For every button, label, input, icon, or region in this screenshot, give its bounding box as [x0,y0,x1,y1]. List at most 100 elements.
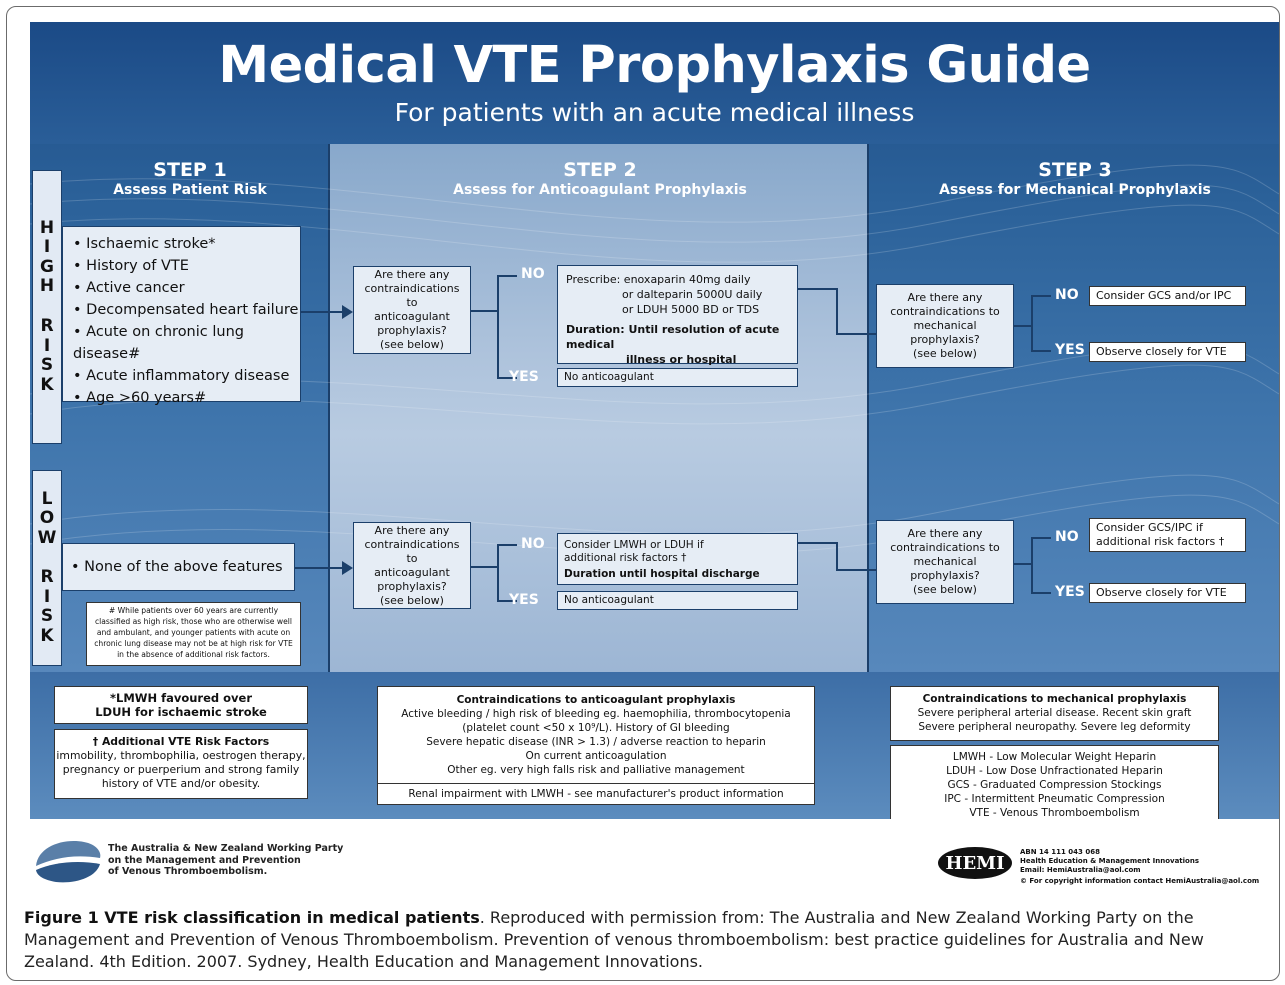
step-description: Assess for Mechanical Prophylaxis [939,181,1211,198]
flow-line [798,542,838,544]
step-number: STEP 2 [563,159,637,181]
hemi-info: ABN 14 111 043 068 Health Education & Ma… [1020,848,1260,885]
no-anticoagulant-box: No anticoagulant [557,591,798,610]
consider-lmwh-box: Consider LMWH or LDUH if additional risk… [557,533,798,585]
anticoag-question-high: Are there any contraindications to antic… [353,266,471,354]
criterion: Active cancer [73,277,300,299]
high-risk-tab: H I G H R I S K [32,170,62,444]
branch-line [1031,295,1033,351]
step-number: STEP 3 [1038,159,1112,181]
flow-arrow [301,311,346,313]
arrowhead-icon [342,561,353,575]
step1-header: STEP 1 Assess Patient Risk [70,159,310,198]
branch-line [471,310,498,312]
yes-label: YES [1055,584,1085,600]
renal-note: Renal impairment with LMWH - see manufac… [378,783,814,801]
step-description: Assess Patient Risk [113,181,267,198]
tab-letter: S [40,606,54,627]
poster-subtitle: For patients with an acute medical illne… [394,98,915,127]
step2-header: STEP 2 Assess for Anticoagulant Prophyla… [390,159,810,198]
criterion: • None of the above features [71,559,283,575]
tab-letter: S [40,355,54,376]
working-party-logo-icon [36,841,101,883]
no-label: NO [1055,529,1079,545]
tab-letter: W [37,527,57,548]
step-description: Assess for Anticoagulant Prophylaxis [453,181,747,198]
column-divider [867,144,869,672]
yes-label: YES [509,369,539,385]
tab-letter: L [41,488,53,509]
branch-line [1031,592,1051,594]
anticoag-contraindications-box: Contraindications to anticoagulant proph… [377,686,815,805]
caption-title: Figure 1 VTE risk classification in medi… [24,908,480,927]
prescribe-box: Prescribe: enoxaparin 40mg daily or dalt… [557,265,798,381]
tab-letter: I [43,237,51,258]
age-note: # While patients over 60 years are curre… [86,602,301,666]
no-label: NO [1055,287,1079,303]
branch-line [497,275,517,277]
high-risk-criteria: Ischaemic stroke* History of VTE Active … [62,226,301,406]
low-risk-criteria: • None of the above features [62,543,295,591]
criterion: Age >60 years# [73,387,300,409]
yes-label: YES [1055,342,1085,358]
step-number: STEP 1 [153,159,227,181]
mech-question-high: Are there any contraindications to mecha… [876,284,1014,368]
criterion: Acute on chronic lung disease# [73,321,300,365]
tab-letter: R [40,567,54,588]
mech-contraindications-box: Contraindications to mechanical prophyla… [890,686,1219,741]
branch-line [497,544,517,546]
anticoag-question-low: Are there any contraindications to antic… [353,522,471,609]
lmwh-note-box: *LMWH favoured over LDUH for ischaemic s… [54,686,308,724]
tab-letter: K [40,625,54,646]
branch-line [497,600,517,602]
no-label: NO [521,266,545,282]
tab-letter: G [40,256,54,277]
tab-letter: H [39,276,55,297]
risk-factors-box: † Additional VTE Risk Factors immobility… [54,729,308,799]
tab-letter: R [40,316,54,336]
flow-line [836,569,876,571]
tab-letter: H [39,217,55,238]
branch-line [1031,295,1051,297]
working-party-text: The Australia & New Zealand Working Part… [108,843,344,877]
tab-letter: I [43,335,51,356]
tab-letter: O [39,508,55,529]
abbreviations-box: LMWH - Low Molecular Weight Heparin LDUH… [890,745,1219,819]
flow-line [798,288,838,290]
criterion: History of VTE [73,255,300,277]
branch-line [1031,537,1051,539]
flow-line [836,333,876,335]
figure-frame [6,6,1280,981]
figure-caption: Figure 1 VTE risk classification in medi… [24,907,1269,973]
branch-line [471,566,498,568]
arrowhead-icon [342,305,353,319]
branch-line [497,377,517,379]
branch-line [497,544,499,601]
poster-title: Medical VTE Prophylaxis Guide [218,36,1091,95]
no-label: NO [521,536,545,552]
branch-line [1031,350,1051,352]
tab-letter: I [43,586,51,607]
mech-no-box-low: Consider GCS/IPC if additional risk fact… [1089,518,1246,552]
criterion: Ischaemic stroke* [73,233,300,255]
mech-question-low: Are there any contraindications to mecha… [876,520,1014,604]
mech-yes-box: Observe closely for VTE [1089,342,1246,362]
branch-line [1014,325,1032,327]
poster-header-band [30,22,1279,144]
branch-line [1031,537,1033,593]
flow-arrow [295,567,346,569]
vte-poster: Medical VTE Prophylaxis Guide For patien… [30,22,1279,819]
low-risk-tab: L O W R I S K [32,470,62,666]
column-divider [328,144,330,672]
no-anticoagulant-box: No anticoagulant [557,368,798,387]
mech-yes-box: Observe closely for VTE [1089,583,1246,603]
hemi-logo-icon: HEMI [938,847,1012,879]
flow-line [836,542,838,570]
flow-line [836,288,838,334]
criterion: Acute inflammatory disease [73,365,300,387]
branch-line [497,275,499,378]
step3-header: STEP 3 Assess for Mechanical Prophylaxis [910,159,1240,198]
tab-letter: K [40,374,54,395]
branch-line [1014,563,1032,565]
mech-no-box: Consider GCS and/or IPC [1089,286,1246,306]
